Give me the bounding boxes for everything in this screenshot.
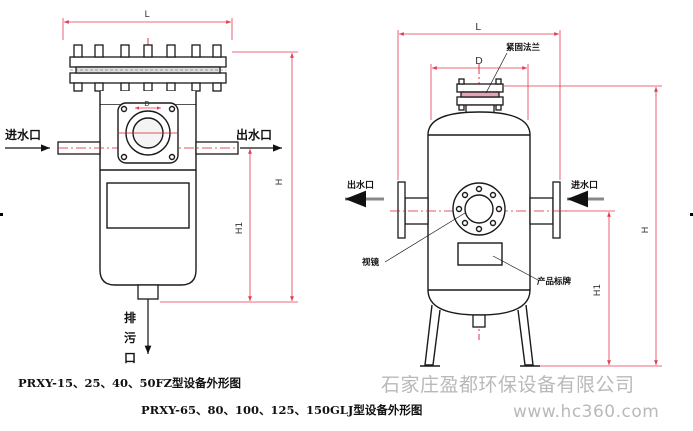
left-dim-d-label: D (144, 100, 149, 108)
right-sight-glass (452, 182, 506, 236)
watermark-company: 石家庄盈都环保设备有限公司 (381, 374, 635, 396)
left-inlet: 进水口 (5, 127, 50, 152)
right-separator-drawing: L D (345, 22, 662, 367)
right-sight-label: 视镜 (362, 257, 380, 268)
right-dim-h1: H1 (560, 210, 615, 365)
left-drain-char-2: 污 (124, 330, 136, 345)
left-dim-h: H (160, 51, 298, 303)
right-dim-d-label: D (475, 56, 483, 67)
edge-mark-left (0, 213, 3, 216)
right-dim-l: L (397, 22, 561, 180)
left-dim-h1-label: H1 (235, 222, 245, 235)
left-inlet-label: 进水口 (5, 127, 41, 142)
left-outlet: 出水口 (236, 127, 282, 152)
left-drain-char-1: 排 (124, 310, 136, 325)
right-sight-callout: 视镜 (362, 212, 466, 268)
left-dim-l-label: L (144, 10, 149, 20)
left-drain-label: 排 污 口 (124, 310, 136, 365)
right-inlet: 进水口 (567, 179, 604, 208)
right-nameplate-label: 产品标牌 (537, 276, 572, 287)
right-nameplate-callout: 产品标牌 (492, 255, 572, 287)
left-drain-char-3: 口 (124, 351, 136, 365)
right-dim-d: D (430, 56, 529, 120)
left-top-flange (69, 44, 227, 92)
left-drain (137, 284, 159, 354)
right-outlet-label: 出水口 (347, 179, 374, 191)
left-dim-h-label: H (275, 179, 285, 186)
right-legs (420, 304, 540, 367)
left-dim-l: L (62, 10, 233, 40)
right-inlet-label: 进水口 (571, 179, 598, 191)
right-dim-h-label: H (641, 227, 651, 234)
edge-mark-right (690, 213, 693, 216)
right-dim-l-label: L (475, 22, 481, 33)
right-dim-h1-label: H1 (593, 284, 603, 297)
right-nozzles (390, 181, 568, 239)
left-dim-h1: H1 (235, 147, 258, 301)
right-flange-label: 紧固法兰 (506, 42, 541, 53)
left-sight-port (117, 102, 179, 164)
left-caption: PRXY-15、25、40、50FZ型设备外形图 (18, 376, 242, 390)
left-outlet-label: 出水口 (236, 127, 272, 142)
right-caption: PRXY-65、80、100、125、150GLJ型设备外形图 (141, 403, 423, 417)
right-outlet: 出水口 (345, 179, 384, 208)
right-dim-h: H (503, 85, 662, 367)
watermark-site: www.hc360.com (513, 402, 660, 422)
right-flange-callout: 紧固法兰 (485, 42, 541, 94)
right-top-flange (456, 78, 504, 116)
left-filter-drawing: L (5, 10, 298, 365)
left-dim-d: D (135, 100, 161, 110)
right-drain (472, 314, 486, 328)
